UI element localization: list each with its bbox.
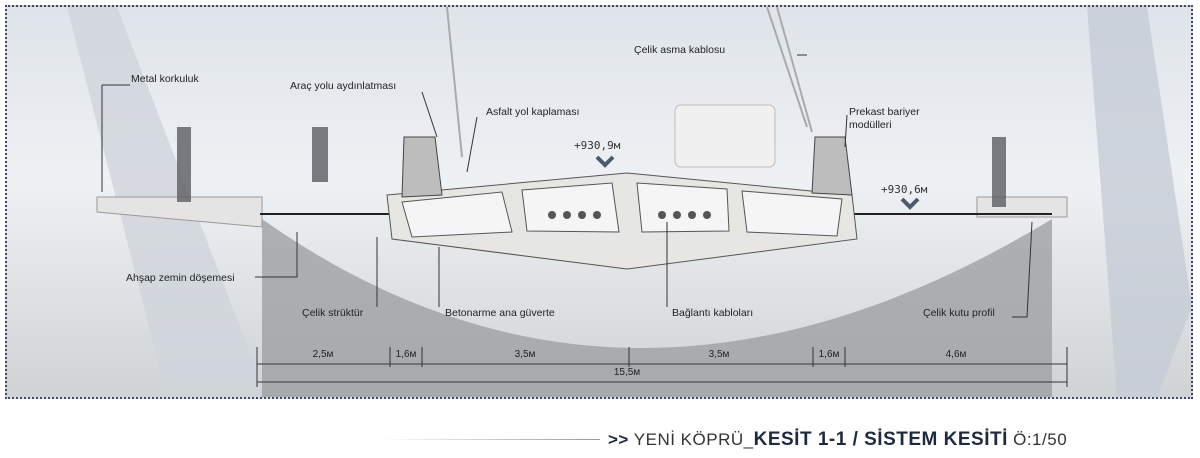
label-wood-floor: Ahşap zemin döşemesi (126, 272, 235, 284)
title-main: KESİT 1-1 / SİSTEM KESİTİ (753, 429, 1008, 450)
label-steel-cable: Çelik asma kablosu (634, 44, 726, 56)
concrete-deck (386, 172, 858, 270)
dimension-lines (256, 347, 1068, 387)
label-concrete-deck: Betonarme ana güverte (445, 307, 555, 319)
label-asphalt: Asfalt yol kaplaması (486, 106, 580, 118)
label-steel-box: Çelik kutu profil (923, 307, 995, 319)
label-steel-structure: Çelik strüktür (302, 307, 364, 319)
dimension: 1,6м (818, 349, 840, 360)
elevation-side: +930,6м (881, 183, 928, 196)
elevation-center: +930,9м (574, 139, 621, 152)
precast-barriers (401, 136, 853, 198)
total-dimension: 15,5м (613, 367, 641, 378)
right-pylon (1087, 7, 1191, 397)
label-precast-barrier: Prekast bariyer modülleri (849, 106, 920, 131)
label-connection-cables: Bağlantı kabloları (672, 307, 754, 319)
dimension: 3,5м (708, 349, 730, 360)
title-arrows: >> (608, 430, 629, 449)
drawing-frame: Metal korkuluk Araç yolu aydınlatması As… (5, 5, 1193, 399)
label-road-lighting: Araç yolu aydınlatması (290, 80, 397, 92)
leader-lines (101, 54, 1033, 318)
deck-voids (401, 182, 843, 238)
cable-ducts (548, 211, 711, 219)
left-walkway (96, 196, 263, 228)
title-rule (380, 439, 600, 440)
dimension: 2,5м (312, 349, 334, 360)
car-silhouette (674, 104, 776, 168)
dimension: 3,5м (514, 349, 536, 360)
title-scale: Ö:1/50 (1013, 430, 1068, 449)
steel-box-profile (262, 219, 1052, 397)
title-prefix: YENİ KÖPRÜ_ (633, 430, 754, 449)
dimension: 1,6м (395, 349, 417, 360)
elevation-markers (595, 155, 920, 210)
dimension: 4,6м (945, 349, 967, 360)
drawing-title: >> YENİ KÖPRÜ_KESİT 1-1 / SİSTEM KESİTİ … (608, 429, 1067, 451)
label-metal-railing: Metal korkuluk (131, 73, 199, 85)
bridge-section-drawing (67, 7, 1191, 397)
suspension-cables (446, 7, 813, 158)
